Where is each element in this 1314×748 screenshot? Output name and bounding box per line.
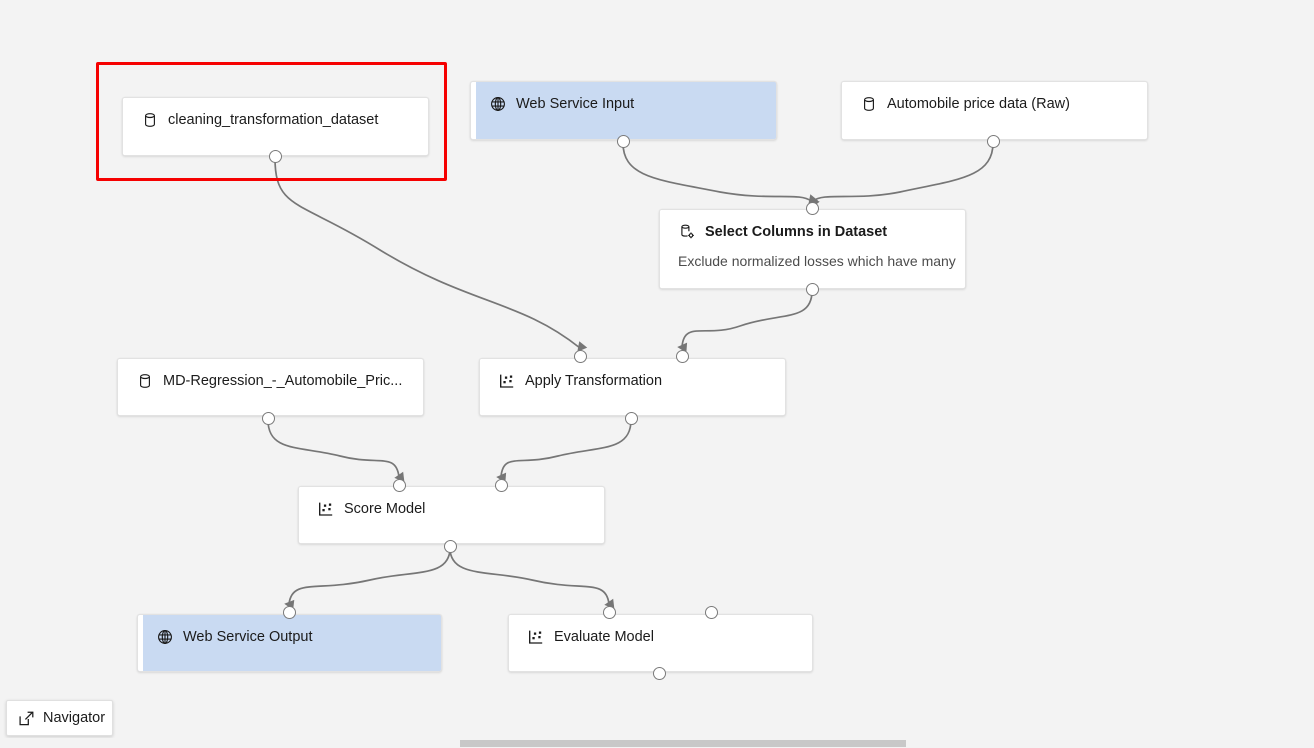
edge-score_model-to-web_service_output[interactable] — [284, 547, 451, 610]
node-header: Evaluate Model — [527, 628, 798, 646]
node-title: Automobile price data (Raw) — [887, 96, 1070, 112]
edge-md_regression_automobile_price-to-score_model[interactable] — [267, 419, 405, 482]
edge-score_model-to-evaluate_model[interactable] — [449, 547, 615, 609]
node-left-stripe — [299, 487, 304, 543]
node-left-stripe — [509, 615, 514, 671]
node-left-stripe — [842, 82, 847, 139]
edge-cleaning_transformation_dataset-to-apply_transformation[interactable] — [274, 157, 588, 352]
port-input-evaluate_model[interactable] — [602, 605, 616, 619]
pipeline-node-web_service_input[interactable]: Web Service Input — [470, 81, 777, 140]
port-output-web_service_input[interactable] — [616, 134, 630, 148]
globe-icon — [156, 628, 174, 646]
node-subtitle: Exclude normalized losses which have man… — [678, 253, 956, 269]
node-header: Apply Transformation — [498, 372, 771, 390]
port-output-evaluate_model[interactable] — [652, 666, 666, 680]
selection-highlight — [96, 62, 447, 181]
node-body: Apply Transformation — [485, 359, 785, 415]
scatter-chart-icon — [498, 372, 516, 390]
port-output-apply_transformation[interactable] — [624, 411, 638, 425]
port-input-score_model[interactable] — [494, 478, 508, 492]
port-output-select_columns_in_dataset[interactable] — [805, 282, 819, 296]
dataset-cylinder-icon — [141, 111, 159, 129]
port-output-automobile_price_data_raw[interactable] — [986, 134, 1000, 148]
port-output-score_model[interactable] — [443, 539, 457, 553]
node-header: Web Service Output — [156, 628, 427, 646]
node-title: cleaning_transformation_dataset — [168, 112, 379, 128]
node-title: Score Model — [344, 501, 426, 517]
node-header: Automobile price data (Raw) — [860, 95, 1133, 113]
node-left-stripe — [118, 359, 123, 415]
navigator-button[interactable]: Navigator — [6, 700, 113, 736]
node-header: Web Service Input — [489, 95, 762, 113]
pipeline-node-apply_transformation[interactable]: Apply Transformation — [479, 358, 786, 416]
select-columns-icon — [678, 223, 696, 241]
dataset-cylinder-icon — [860, 95, 878, 113]
node-body: Web Service Input — [476, 82, 776, 139]
pipeline-node-score_model[interactable]: Score Model — [298, 486, 605, 544]
node-body: MD-Regression_-_Automobile_Pric... — [123, 359, 423, 415]
node-title: Web Service Input — [516, 96, 635, 112]
globe-icon — [489, 95, 507, 113]
node-left-stripe — [660, 210, 665, 288]
node-title: MD-Regression_-_Automobile_Pric... — [163, 373, 403, 389]
node-header: MD-Regression_-_Automobile_Pric... — [136, 372, 409, 390]
node-title: Web Service Output — [183, 629, 313, 645]
scatter-chart-icon — [317, 500, 335, 518]
node-left-stripe — [123, 98, 128, 155]
edge-automobile_price_data_raw-to-select_columns_in_dataset[interactable] — [809, 142, 994, 209]
node-title: Select Columns in Dataset — [705, 224, 888, 240]
expand-arrow-icon — [18, 710, 35, 727]
node-title: Evaluate Model — [554, 629, 654, 645]
pipeline-node-cleaning_transformation_dataset[interactable]: cleaning_transformation_dataset — [122, 97, 429, 156]
node-header: Select Columns in Dataset — [678, 223, 951, 241]
pipeline-node-web_service_output[interactable]: Web Service Output — [137, 614, 442, 672]
port-input-apply_transformation[interactable] — [675, 349, 689, 363]
horizontal-scrollbar[interactable] — [0, 738, 1314, 748]
node-title: Apply Transformation — [525, 373, 663, 389]
navigator-label: Navigator — [43, 710, 106, 726]
node-body: Web Service Output — [143, 615, 441, 671]
horizontal-scrollbar-thumb[interactable] — [460, 740, 906, 747]
pipeline-node-evaluate_model[interactable]: Evaluate Model — [508, 614, 813, 672]
edge-web_service_input-to-select_columns_in_dataset[interactable] — [622, 142, 819, 205]
node-header: cleaning_transformation_dataset — [141, 111, 414, 129]
node-body: Automobile price data (Raw) — [847, 82, 1147, 139]
node-left-stripe — [480, 359, 485, 415]
port-output-md_regression_automobile_price[interactable] — [261, 411, 275, 425]
node-left-stripe — [471, 82, 476, 139]
pipeline-node-automobile_price_data_raw[interactable]: Automobile price data (Raw) — [841, 81, 1148, 140]
port-input-apply_transformation[interactable] — [573, 349, 587, 363]
edge-apply_transformation-to-score_model[interactable] — [496, 419, 632, 483]
port-input-score_model[interactable] — [392, 478, 406, 492]
dataset-cylinder-icon — [136, 372, 154, 390]
pipeline-node-md_regression_automobile_price[interactable]: MD-Regression_-_Automobile_Pric... — [117, 358, 424, 416]
node-body: Evaluate Model — [514, 615, 812, 671]
port-output-cleaning_transformation_dataset[interactable] — [268, 149, 282, 163]
node-body: Score Model — [304, 487, 604, 543]
scatter-chart-icon — [527, 628, 545, 646]
node-left-stripe — [138, 615, 143, 671]
port-input-evaluate_model[interactable] — [704, 605, 718, 619]
port-input-web_service_output[interactable] — [282, 605, 296, 619]
node-header: Score Model — [317, 500, 590, 518]
port-input-select_columns_in_dataset[interactable] — [805, 201, 819, 215]
node-body: cleaning_transformation_dataset — [128, 98, 428, 155]
edge-select_columns_in_dataset-to-apply_transformation[interactable] — [677, 290, 813, 353]
